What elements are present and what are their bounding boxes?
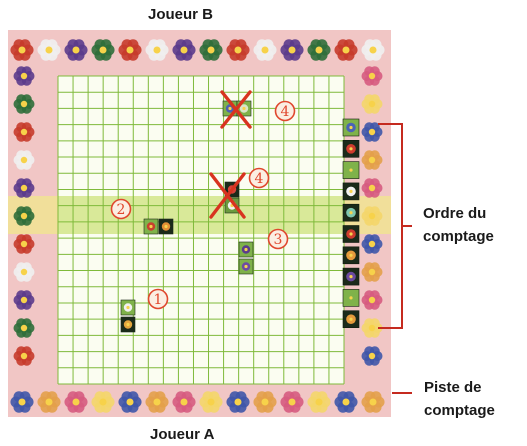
marker-4: 4 (276, 102, 295, 121)
scoring-track-line2: comptage (424, 399, 495, 422)
player-a-label: Joueur A (150, 426, 214, 443)
marker-1: 1 (149, 290, 168, 309)
flower-tile (239, 242, 253, 257)
scoring-order-tile (343, 226, 359, 243)
scoring-order-tile (343, 183, 359, 200)
scoring-order-tile (343, 162, 359, 179)
flower-tile (239, 259, 253, 274)
scoring-track-label: Piste de comptage (424, 376, 495, 422)
marker-2: 2 (112, 200, 131, 219)
scoring-order-line1: Ordre du (423, 202, 494, 225)
scoring-order-tile (343, 140, 359, 157)
flower-tile (121, 300, 135, 315)
marker-3: 3 (269, 230, 288, 249)
marker-label: 4 (255, 171, 264, 187)
scoring-track-line1: Piste de (424, 376, 495, 399)
scoring-order-tile (343, 119, 359, 136)
flower-tile (159, 219, 173, 234)
marker-label: 2 (117, 202, 126, 218)
marker-label: 4 (281, 104, 290, 120)
marker-4: 4 (250, 169, 269, 188)
scoring-order-tile (343, 289, 359, 306)
flower-tile (144, 219, 158, 234)
marker-label: 3 (274, 232, 283, 248)
scoring-order-tile (343, 204, 359, 221)
scoring-order-tile (343, 311, 359, 328)
marker-label: 1 (154, 292, 163, 308)
scoring-order-line2: comptage (423, 225, 494, 248)
highlight-row (58, 196, 344, 234)
player-b-label: Joueur B (148, 6, 213, 23)
flower-tile (121, 317, 135, 332)
scoring-order-tile (343, 247, 359, 264)
scoring-order-tile (343, 268, 359, 285)
scoring-order-label: Ordre du comptage (423, 202, 494, 248)
